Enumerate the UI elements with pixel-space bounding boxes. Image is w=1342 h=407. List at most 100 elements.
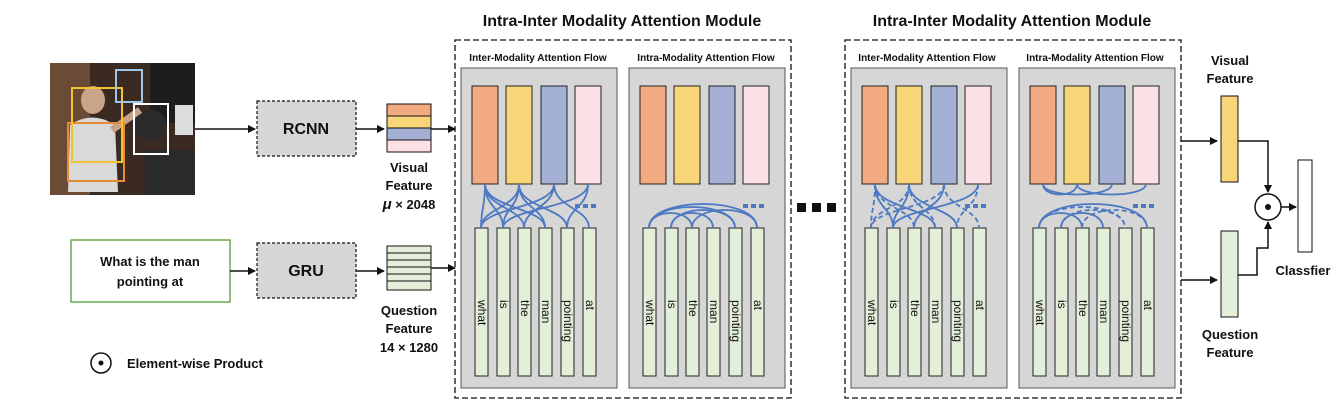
bbox-blue [115,69,143,103]
svg-text:RCNN: RCNN [283,121,329,138]
rcnn-block: RCNN [256,100,357,157]
ellipsis-mark [965,204,970,208]
visual-region-slot [861,85,889,185]
attention-link [502,183,520,229]
attention-link [480,183,555,229]
attention-link [670,209,736,229]
visual-region-slot [574,85,602,185]
word-label: is [1055,300,1069,309]
word-label: the [518,300,532,317]
bbox-yellow [71,87,123,163]
visual-region-slot [1098,85,1126,185]
question-feature-dim: 14 × 1280 [380,340,438,355]
word-label: what [643,299,657,326]
right-question-feature-bar [1220,230,1239,318]
module-1-title: Intra-Inter Modality Attention Module [483,13,762,30]
attention-link [892,183,979,229]
word-label: pointing [951,300,965,342]
attention-link [874,183,915,229]
classifier-label: Classfier [1276,263,1331,278]
word-label: what [1033,299,1047,326]
attention-link [523,183,555,229]
right-visual-label-1: Visual [1211,53,1249,68]
ellipsis-mark [973,204,978,208]
word-label: the [686,300,700,317]
ellipsis-mark [575,204,580,208]
word-label: what [865,299,879,326]
ellipsis-mark [1149,204,1154,208]
attention-module-2: Intra-Inter Modality Attention Module In… [844,13,1182,399]
attention-link [1060,212,1104,229]
classifier-bar [1297,159,1313,253]
ellipsis-mark [1141,204,1146,208]
word-label: the [1076,300,1090,317]
module-2-inter-label: Inter-Modality Attention Flow [858,53,996,64]
word-label: at [1141,300,1155,311]
word-label: at [751,300,765,311]
right-visual-label-2: Feature [1207,71,1254,86]
ellipsis-mark [981,204,986,208]
word-label: pointing [729,300,743,342]
visual-region-slot [505,85,533,185]
ellipsis-mark [759,204,764,208]
ellipsis-mark [743,204,748,208]
visual-region-slot [540,85,568,185]
attention-link [1076,183,1147,196]
visual-region-slot [1029,85,1057,185]
word-label: man [929,300,943,323]
ellipsis-mark [583,204,588,208]
bbox-white [133,103,169,155]
bbox-orange [67,122,125,182]
elementwise-product-node [1254,193,1282,221]
attention-link [1038,203,1148,229]
question-feature-stack [386,245,432,291]
ellipsis-mark [591,204,596,208]
question-box: What is the man pointing at [70,239,231,303]
attention-link [892,183,910,229]
svg-text:GRU: GRU [288,263,324,280]
word-label: pointing [561,300,575,342]
visual-feature-label-2: Feature [386,178,433,193]
word-label: is [665,300,679,309]
word-label: man [707,300,721,323]
question-feature-label-1: Question [381,303,437,318]
question-line-2: pointing at [117,274,184,289]
word-label: man [539,300,553,323]
word-label: at [583,300,597,311]
visual-region-slot [708,85,736,185]
right-visual-feature-bar [1220,95,1239,183]
legend-label: Element-wise Product [127,356,263,371]
module-1-inter-label: Inter-Modality Attention Flow [469,53,607,64]
attention-link [870,183,945,229]
word-label: is [497,300,511,309]
attention-link [1042,183,1078,196]
module-1-intra-label: Intra-Modality Attention Flow [637,53,775,64]
visual-feature-dim: μ × 2048 [382,196,436,213]
ellipsis-mark [751,204,756,208]
word-label: is [887,300,901,309]
word-label: at [973,300,987,311]
visual-feature-stack [386,103,432,153]
visual-region-slot [930,85,958,185]
word-label: what [475,299,489,326]
attention-module-1: Intra-Inter Modality Attention Module In… [454,13,792,399]
visual-region-slot [639,85,667,185]
right-question-label-2: Feature [1207,345,1254,360]
ellipsis-dots [797,203,836,212]
word-label: the [908,300,922,317]
attention-link [502,183,589,229]
attention-link [553,183,590,229]
right-question-label-1: Question [1202,327,1258,342]
attention-link [648,203,758,229]
module-2-intra-label: Intra-Modality Attention Flow [1026,53,1164,64]
visual-feature-label-1: Visual [390,160,428,175]
attention-link [1060,209,1126,229]
visual-region-slot [742,85,770,185]
attention-link [913,183,945,229]
input-photo [50,63,195,195]
